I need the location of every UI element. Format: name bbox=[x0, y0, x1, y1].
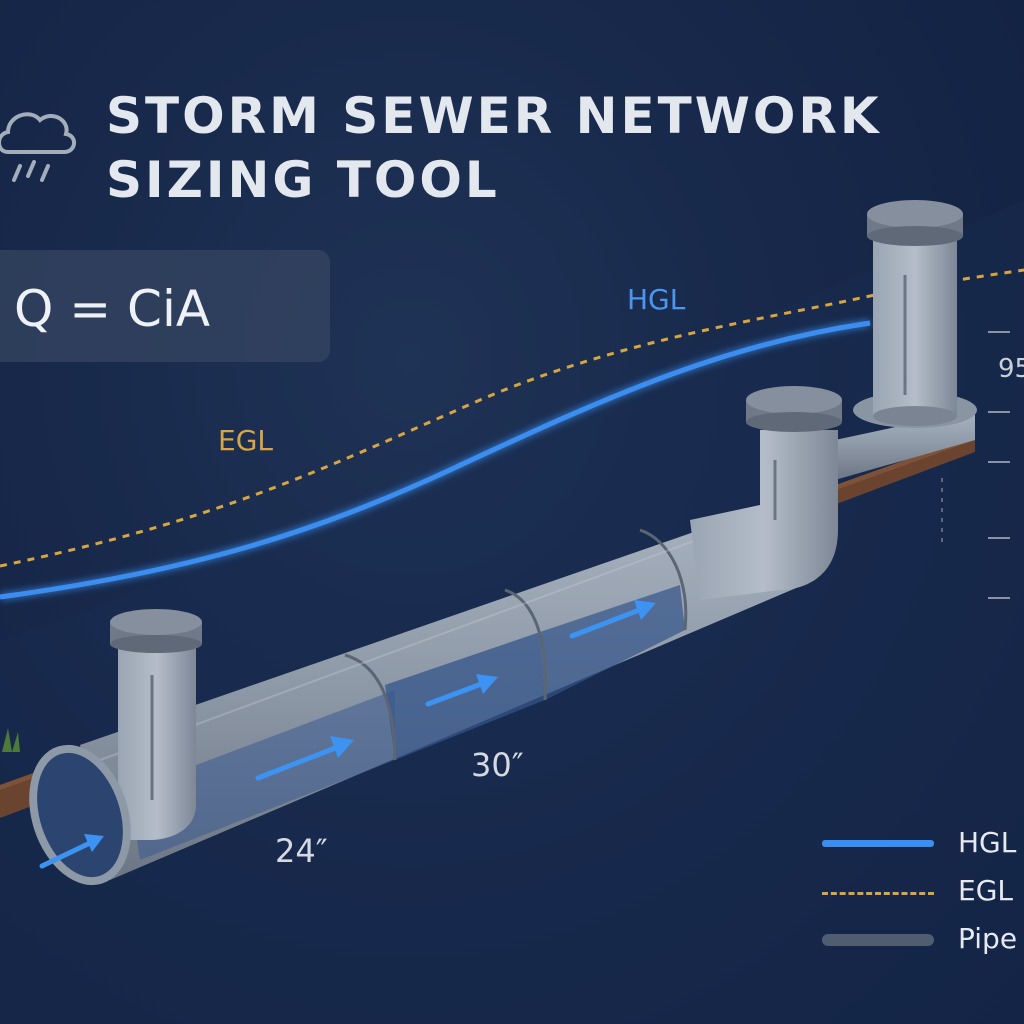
formula-card: Q = CiA bbox=[0, 250, 330, 362]
hgl-line bbox=[0, 320, 871, 600]
egl-label: EGL bbox=[218, 424, 273, 457]
flow-arrows bbox=[39, 600, 656, 869]
grass-tuft bbox=[2, 728, 20, 752]
rational-formula: Q = CiA bbox=[14, 280, 211, 338]
legend-item-egl: EGL bbox=[822, 870, 1024, 918]
legend-swatch-pipe bbox=[822, 934, 934, 946]
connector-pipe bbox=[835, 410, 975, 480]
title-line-2: SIZING TOOL bbox=[106, 151, 500, 209]
manhole-1 bbox=[110, 609, 202, 840]
title-line-1: STORM SEWER NETWORK bbox=[106, 87, 882, 145]
elevation-scale bbox=[941, 331, 1010, 599]
hgl-label: HGL bbox=[627, 283, 686, 316]
legend-swatch-egl bbox=[822, 892, 934, 895]
manhole-2 bbox=[690, 386, 842, 600]
elevation-label: 95 bbox=[998, 354, 1024, 384]
legend-swatch-hgl bbox=[822, 840, 934, 847]
manhole-3 bbox=[867, 200, 963, 426]
page-title: STORM SEWER NETWORK SIZING TOOL bbox=[106, 84, 882, 212]
pipe-outlet bbox=[29, 744, 131, 886]
legend-item-hgl: HGL bbox=[822, 822, 1024, 870]
legend-label-egl: EGL bbox=[958, 874, 1013, 907]
legend-label-pipe: Pipe bbox=[958, 922, 1018, 955]
pipe-diameter-label-1: 24″ bbox=[275, 832, 328, 870]
rain-cloud-icon bbox=[0, 112, 76, 182]
pipe-diameter-label-2: 30″ bbox=[471, 746, 524, 784]
legend-label-hgl: HGL bbox=[958, 826, 1017, 859]
legend: HGL EGL Pipe bbox=[822, 822, 1024, 966]
legend-item-pipe: Pipe bbox=[822, 918, 1024, 966]
